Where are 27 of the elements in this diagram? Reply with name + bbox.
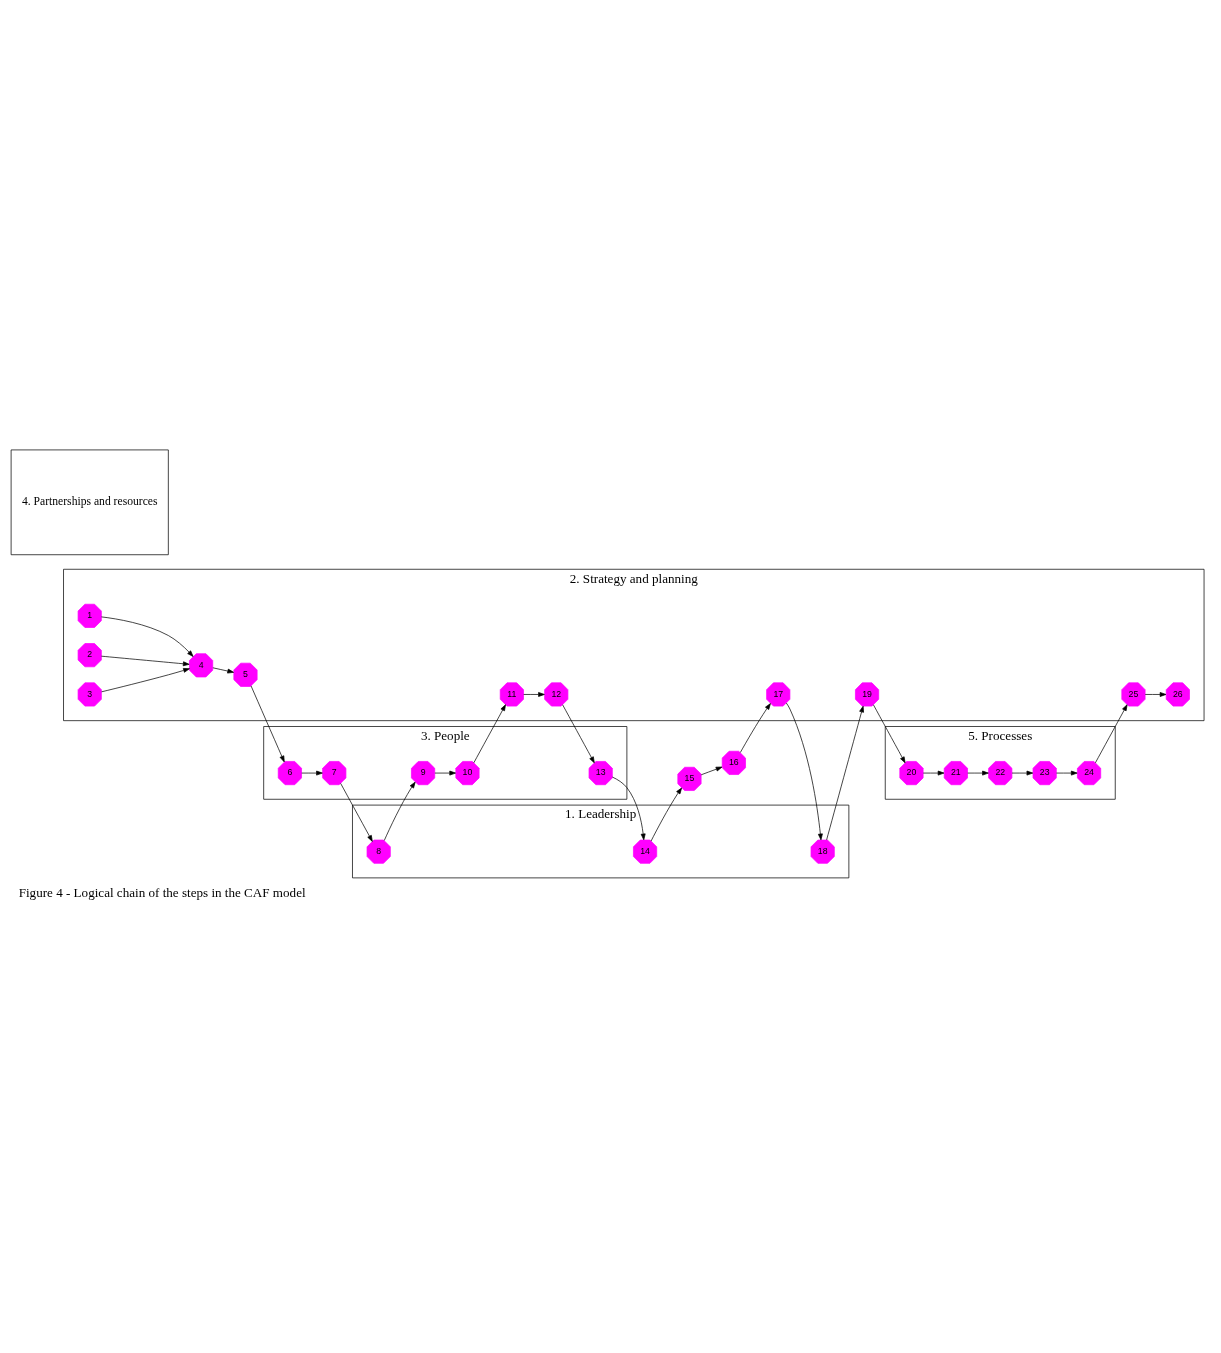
arrow — [101, 655, 190, 666]
arrow — [1056, 770, 1078, 775]
arrow — [739, 702, 771, 753]
arrow — [434, 770, 456, 775]
caption: Figure 4 - Logical chain of the steps in the CAF model — [18, 884, 306, 900]
arrow — [612, 776, 646, 840]
arrow — [1095, 703, 1128, 763]
arrow — [967, 770, 989, 775]
arrow — [650, 787, 682, 841]
arrow — [473, 703, 506, 763]
arrow — [523, 691, 545, 697]
arrow — [212, 666, 234, 673]
arrow — [250, 685, 285, 762]
arrow — [1144, 691, 1167, 697]
arrow — [785, 702, 823, 840]
arrow — [826, 705, 864, 840]
arrow — [383, 781, 416, 841]
arrow — [562, 703, 595, 763]
node-box: 4. Partnerships and resources — [10, 449, 169, 555]
arrow — [340, 782, 373, 842]
arrow — [873, 703, 906, 763]
arrow — [101, 667, 190, 692]
arrow — [101, 616, 194, 657]
arrow — [1011, 770, 1034, 775]
arrow — [922, 770, 945, 775]
arrow — [700, 766, 723, 775]
arrow — [301, 770, 323, 775]
